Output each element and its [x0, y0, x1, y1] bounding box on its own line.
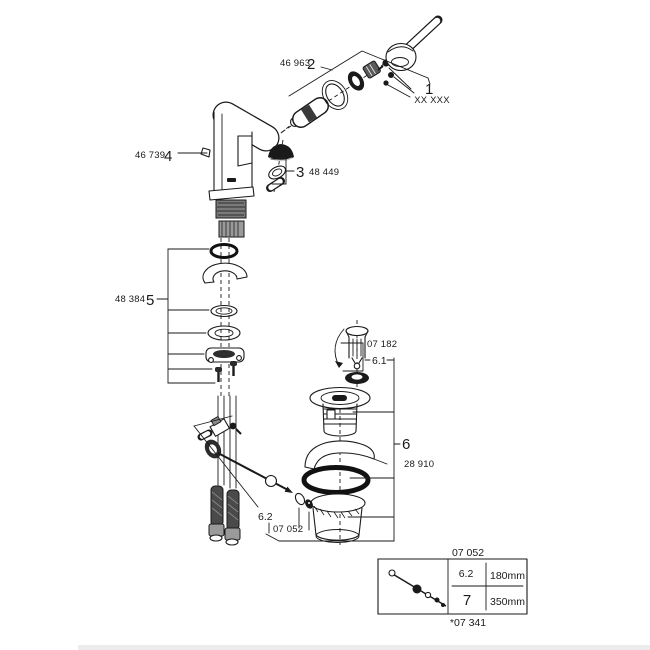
- waste-o-ring: [301, 465, 371, 495]
- page-edge-strip: [78, 645, 650, 650]
- index-3: 3: [296, 164, 304, 181]
- handle-assembly: [289, 15, 443, 128]
- rod-screw: [229, 422, 237, 430]
- size-row-2-index: 7: [463, 592, 471, 609]
- clamp-screw-left: [215, 367, 222, 382]
- lever-handle: [385, 15, 443, 72]
- aerator-set: [266, 144, 294, 192]
- part-number-48449: 48 449: [309, 167, 339, 178]
- pull-rod: [197, 415, 313, 509]
- aerator-bracket: [270, 158, 295, 185]
- size-table-rod-art: [388, 569, 447, 607]
- pull-rod-bracket: [193, 415, 395, 542]
- rod-ball: [264, 474, 278, 488]
- part-number-xxxxx: XX XXX: [414, 95, 450, 106]
- rotate-arrow: [334, 328, 345, 367]
- index-4: 4: [164, 148, 172, 165]
- part-number-46739: 46 739: [135, 150, 165, 161]
- plug-stem: [348, 336, 366, 359]
- waste-top-body: [309, 386, 371, 437]
- mounting-set-bracket: [156, 248, 216, 384]
- part-number-46963: 46 963: [280, 58, 310, 69]
- ring-washer: [321, 80, 349, 110]
- mounting-set: [202, 243, 248, 382]
- part-number-28910: 28 910: [404, 459, 434, 470]
- plug-seal: [345, 372, 369, 384]
- clamp-plate: [205, 347, 245, 363]
- wedge-gasket: [304, 440, 375, 470]
- body-lever: [200, 147, 211, 158]
- rod-o-ring: [294, 492, 306, 506]
- hose-fitting-left: [208, 523, 225, 537]
- size-row-1-index: 6.2: [459, 568, 474, 580]
- plug-cap: [345, 325, 369, 337]
- waste-lower-body: [310, 493, 366, 543]
- index-6-1: 6.1: [372, 355, 387, 367]
- size-table-footnote: *07 341: [450, 617, 486, 629]
- size-row-2-length: 350mm: [490, 596, 525, 608]
- horseshoe-washer: [202, 262, 248, 284]
- index-6: 6: [402, 436, 410, 453]
- adapter-sleeve: [362, 60, 381, 79]
- handle-group-bracket: [288, 50, 431, 98]
- small-nut: [388, 72, 394, 78]
- base-ring: [207, 325, 241, 341]
- rod-shaft: [217, 452, 289, 491]
- waste-bracket: [347, 357, 401, 542]
- size-table: 07 052 6.2 180mm 7 350mm *07 341: [377, 547, 528, 629]
- aerator-dome: [268, 144, 294, 161]
- index-2: 2: [307, 56, 315, 73]
- small-cap: [383, 80, 389, 86]
- faucet-body: [200, 101, 280, 238]
- index-1: 1: [425, 81, 433, 98]
- o-ring: [209, 243, 239, 259]
- flat-ring: [210, 304, 238, 318]
- supply-hoses: [208, 395, 241, 546]
- clamp-screw-right: [230, 361, 237, 376]
- part-number-48384: 48 384: [115, 294, 145, 305]
- part-number-07052: 07 052: [273, 524, 303, 535]
- plug-set: [334, 325, 369, 384]
- part-number-07182: 07 182: [367, 339, 397, 350]
- plug-bracket: [340, 342, 395, 372]
- cartridge-knurl: [301, 104, 317, 123]
- dark-ring: [347, 71, 365, 91]
- hose-fitting-right: [224, 527, 241, 541]
- size-table-title: 07 052: [452, 547, 484, 559]
- size-row-1-length: 180mm: [490, 570, 525, 582]
- sensor-window: [227, 178, 236, 182]
- waste-assembly: [301, 386, 388, 543]
- index-5: 5: [146, 292, 154, 309]
- index-6-2: 6.2: [258, 511, 273, 523]
